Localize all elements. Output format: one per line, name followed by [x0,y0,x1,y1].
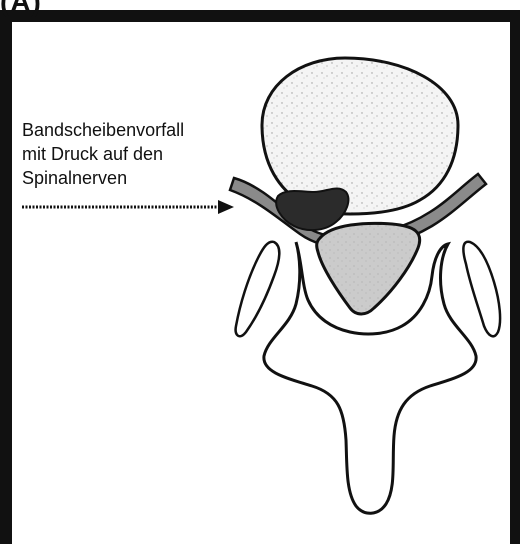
left-articular-process [236,242,280,337]
spinal-canal [317,223,420,314]
arrow-right-icon [22,200,234,214]
right-articular-process [463,242,500,337]
